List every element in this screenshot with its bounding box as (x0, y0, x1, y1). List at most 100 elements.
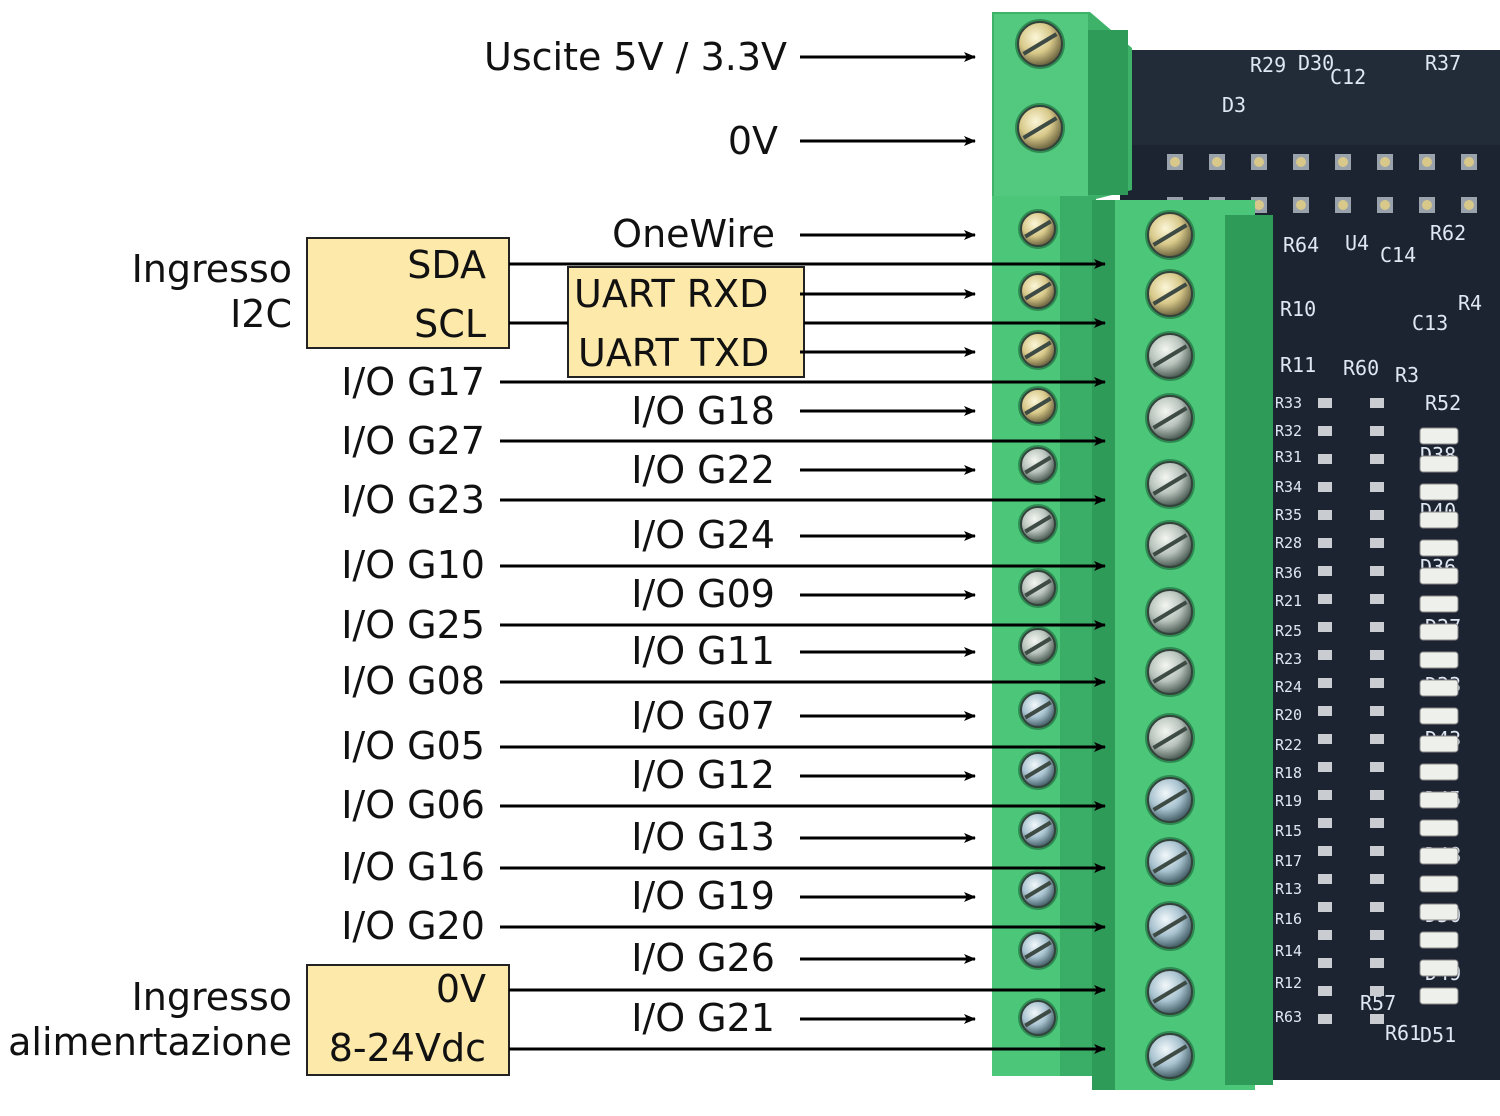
resistor (1370, 426, 1384, 436)
resistor (1370, 790, 1384, 800)
silkscreen-label: R23 (1275, 650, 1302, 668)
resistor (1370, 398, 1384, 408)
resistor (1370, 650, 1384, 660)
label-outer-row: I/O G10 (341, 543, 485, 587)
silkscreen-label: R35 (1275, 506, 1302, 524)
silkscreen-label: R34 (1275, 478, 1302, 496)
label-outer-row: I/O G06 (341, 783, 485, 827)
label-inner-row: OneWire (612, 212, 775, 256)
silkscreen-label: U4 (1345, 231, 1369, 255)
silkscreen-label: D51 (1420, 1023, 1456, 1047)
resistor (1370, 762, 1384, 772)
resistor (1318, 622, 1332, 632)
label-outer-row: I/O G25 (341, 603, 485, 647)
screw (1145, 1031, 1195, 1081)
screw (1018, 445, 1058, 485)
screw (1145, 713, 1195, 763)
led (1419, 623, 1459, 641)
label-power-8-24vdc: 8-24Vdc (328, 1026, 486, 1070)
resistor (1318, 818, 1332, 828)
label-inner-row: I/O G12 (631, 753, 775, 797)
silkscreen-label: D30 (1298, 51, 1334, 75)
resistor (1370, 846, 1384, 856)
resistor (1370, 930, 1384, 940)
resistor (1370, 818, 1384, 828)
screw (1018, 930, 1058, 970)
led (1419, 483, 1459, 501)
screw (1145, 459, 1195, 509)
power-title-line2: alimenrtazione (8, 1020, 292, 1064)
resistor (1318, 650, 1332, 660)
resistor (1370, 1014, 1384, 1024)
screw (1018, 626, 1058, 666)
screw (1145, 647, 1195, 697)
led (1419, 791, 1459, 809)
label-outer-row: I/O G20 (341, 904, 485, 948)
led (1419, 651, 1459, 669)
led (1419, 679, 1459, 697)
label-outer-row: I/O G16 (341, 845, 485, 889)
label-scl: SCL (414, 302, 486, 346)
silkscreen-label: C13 (1412, 311, 1448, 335)
silkscreen-label: R14 (1275, 942, 1302, 960)
resistor (1318, 426, 1332, 436)
resistor (1318, 846, 1332, 856)
label-outer-row: I/O G08 (341, 659, 485, 703)
label-inner-row: I/O G26 (631, 936, 775, 980)
resistor (1318, 930, 1332, 940)
silkscreen-label: R60 (1343, 356, 1379, 380)
silkscreen-label: R25 (1275, 622, 1302, 640)
silkscreen-label: R15 (1275, 822, 1302, 840)
screw (1018, 998, 1058, 1038)
led (1419, 819, 1459, 837)
resistor (1318, 566, 1332, 576)
label-outer-row: I/O G05 (341, 724, 485, 768)
led (1419, 511, 1459, 529)
silkscreen-label: R24 (1275, 678, 1302, 696)
led (1419, 539, 1459, 557)
silkscreen-label: C12 (1330, 65, 1366, 89)
silkscreen-label: R33 (1275, 394, 1302, 412)
silkscreen-label: R13 (1275, 880, 1302, 898)
led (1419, 959, 1459, 977)
resistor (1318, 510, 1332, 520)
label-inner-row: I/O G09 (631, 572, 775, 616)
silkscreen-label: R19 (1275, 792, 1302, 810)
label-inner-row: I/O G07 (631, 694, 775, 738)
resistor (1318, 482, 1332, 492)
resistor (1370, 454, 1384, 464)
silkscreen-label: R11 (1280, 353, 1316, 377)
screw (1145, 520, 1195, 570)
resistor (1318, 706, 1332, 716)
led (1419, 875, 1459, 893)
terminal-screws (1015, 19, 1195, 1081)
resistor (1318, 454, 1332, 464)
led (1419, 735, 1459, 753)
label-inner-row: I/O G24 (631, 513, 775, 557)
led (1419, 931, 1459, 949)
label-inner-row: I/O G13 (631, 815, 775, 859)
screw (1145, 331, 1195, 381)
screw (1018, 386, 1058, 426)
resistor (1370, 874, 1384, 884)
screw (1145, 393, 1195, 443)
silkscreen-label: R61 (1385, 1021, 1421, 1045)
silkscreen-label: R18 (1275, 764, 1302, 782)
silkscreen-label: R37 (1425, 51, 1461, 75)
label-inner-row: I/O G22 (631, 448, 775, 492)
i2c-title-line1: Ingresso (131, 247, 292, 291)
screw (1018, 568, 1058, 608)
label-inner-row: I/O G18 (631, 389, 775, 433)
screw (1145, 269, 1195, 319)
power-title-line1: Ingresso (131, 975, 292, 1019)
label-power-0v: 0V (435, 967, 486, 1011)
label-uart-rxd: UART RXD (574, 272, 769, 316)
screw (1145, 837, 1195, 887)
led (1419, 427, 1459, 445)
label-inner-row: I/O G11 (631, 629, 775, 673)
led (1419, 903, 1459, 921)
label-outer-row: I/O G27 (341, 419, 485, 463)
silkscreen-label: R22 (1275, 736, 1302, 754)
